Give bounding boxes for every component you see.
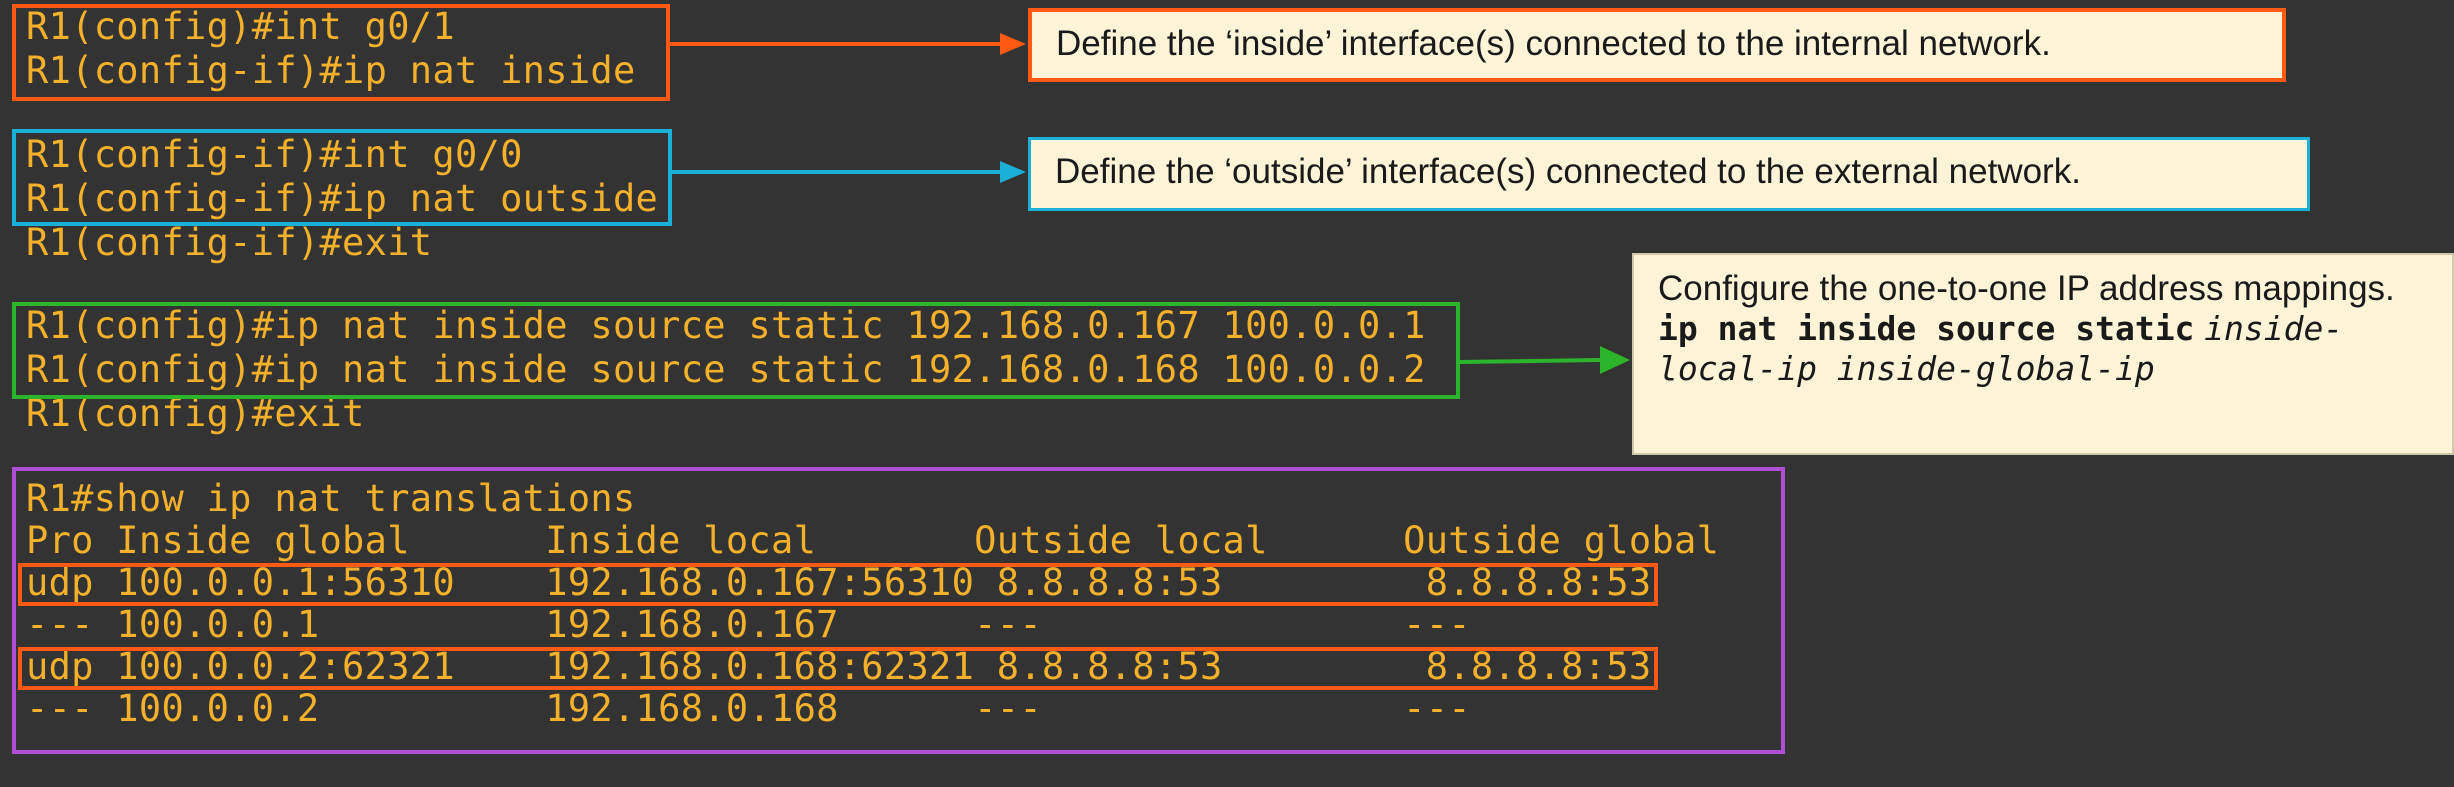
static-mapping-box [12,302,1460,399]
highlight-row-1 [18,563,1658,606]
cli-line-exit-config: R1(config)#exit [26,392,365,435]
outside-note-text: Define the ‘outside’ interface(s) connec… [1055,152,2081,191]
inside-note: Define the ‘inside’ interface(s) connect… [1028,8,2286,82]
inside-note-text: Define the ‘inside’ interface(s) connect… [1056,24,2051,63]
cli-line-static-168: R1(config)#ip nat inside source static 1… [26,348,1426,391]
inside-command-box [12,4,670,101]
cli-line-show-command: R1#show ip nat translations [26,477,636,520]
mapping-note-command: ip nat inside source static [1658,309,2195,348]
translations-row-4: --- 100.0.0.2 192.168.0.168 --- --- [26,687,1471,730]
cli-line-ip-nat-inside: R1(config-if)#ip nat inside [26,49,636,92]
mapping-note: Configure the one-to-one IP address mapp… [1632,253,2454,455]
mapping-arrow-head [1600,346,1630,374]
translations-row-3: udp 100.0.0.2:62321 192.168.0.168:62321 … [26,645,1652,688]
cli-line-ip-nat-outside: R1(config-if)#ip nat outside [26,177,659,220]
mapping-arrow-line [1459,358,1601,364]
cli-line-int-g01: R1(config)#int g0/1 [26,5,455,48]
translations-row-1: udp 100.0.0.1:56310 192.168.0.167:56310 … [26,561,1652,604]
cli-line-static-167: R1(config)#ip nat inside source static 1… [26,304,1426,347]
outside-note: Define the ‘outside’ interface(s) connec… [1028,137,2310,211]
inside-arrow-head [1000,33,1026,55]
cli-line-exit-if: R1(config-if)#exit [26,221,433,264]
highlight-row-3 [18,647,1658,690]
cli-line-int-g00: R1(config-if)#int g0/0 [26,133,523,176]
translations-output-box [12,467,1785,754]
mapping-note-text: Configure the one-to-one IP address mapp… [1658,269,2395,308]
outside-command-box [12,129,672,226]
mapping-note-args: inside-local-ip inside-global-ip [1658,309,2344,388]
translations-table-header: Pro Inside global Inside local Outside l… [26,519,1720,562]
translations-row-2: --- 100.0.0.1 192.168.0.167 --- --- [26,603,1471,646]
outside-arrow-head [1000,161,1026,183]
